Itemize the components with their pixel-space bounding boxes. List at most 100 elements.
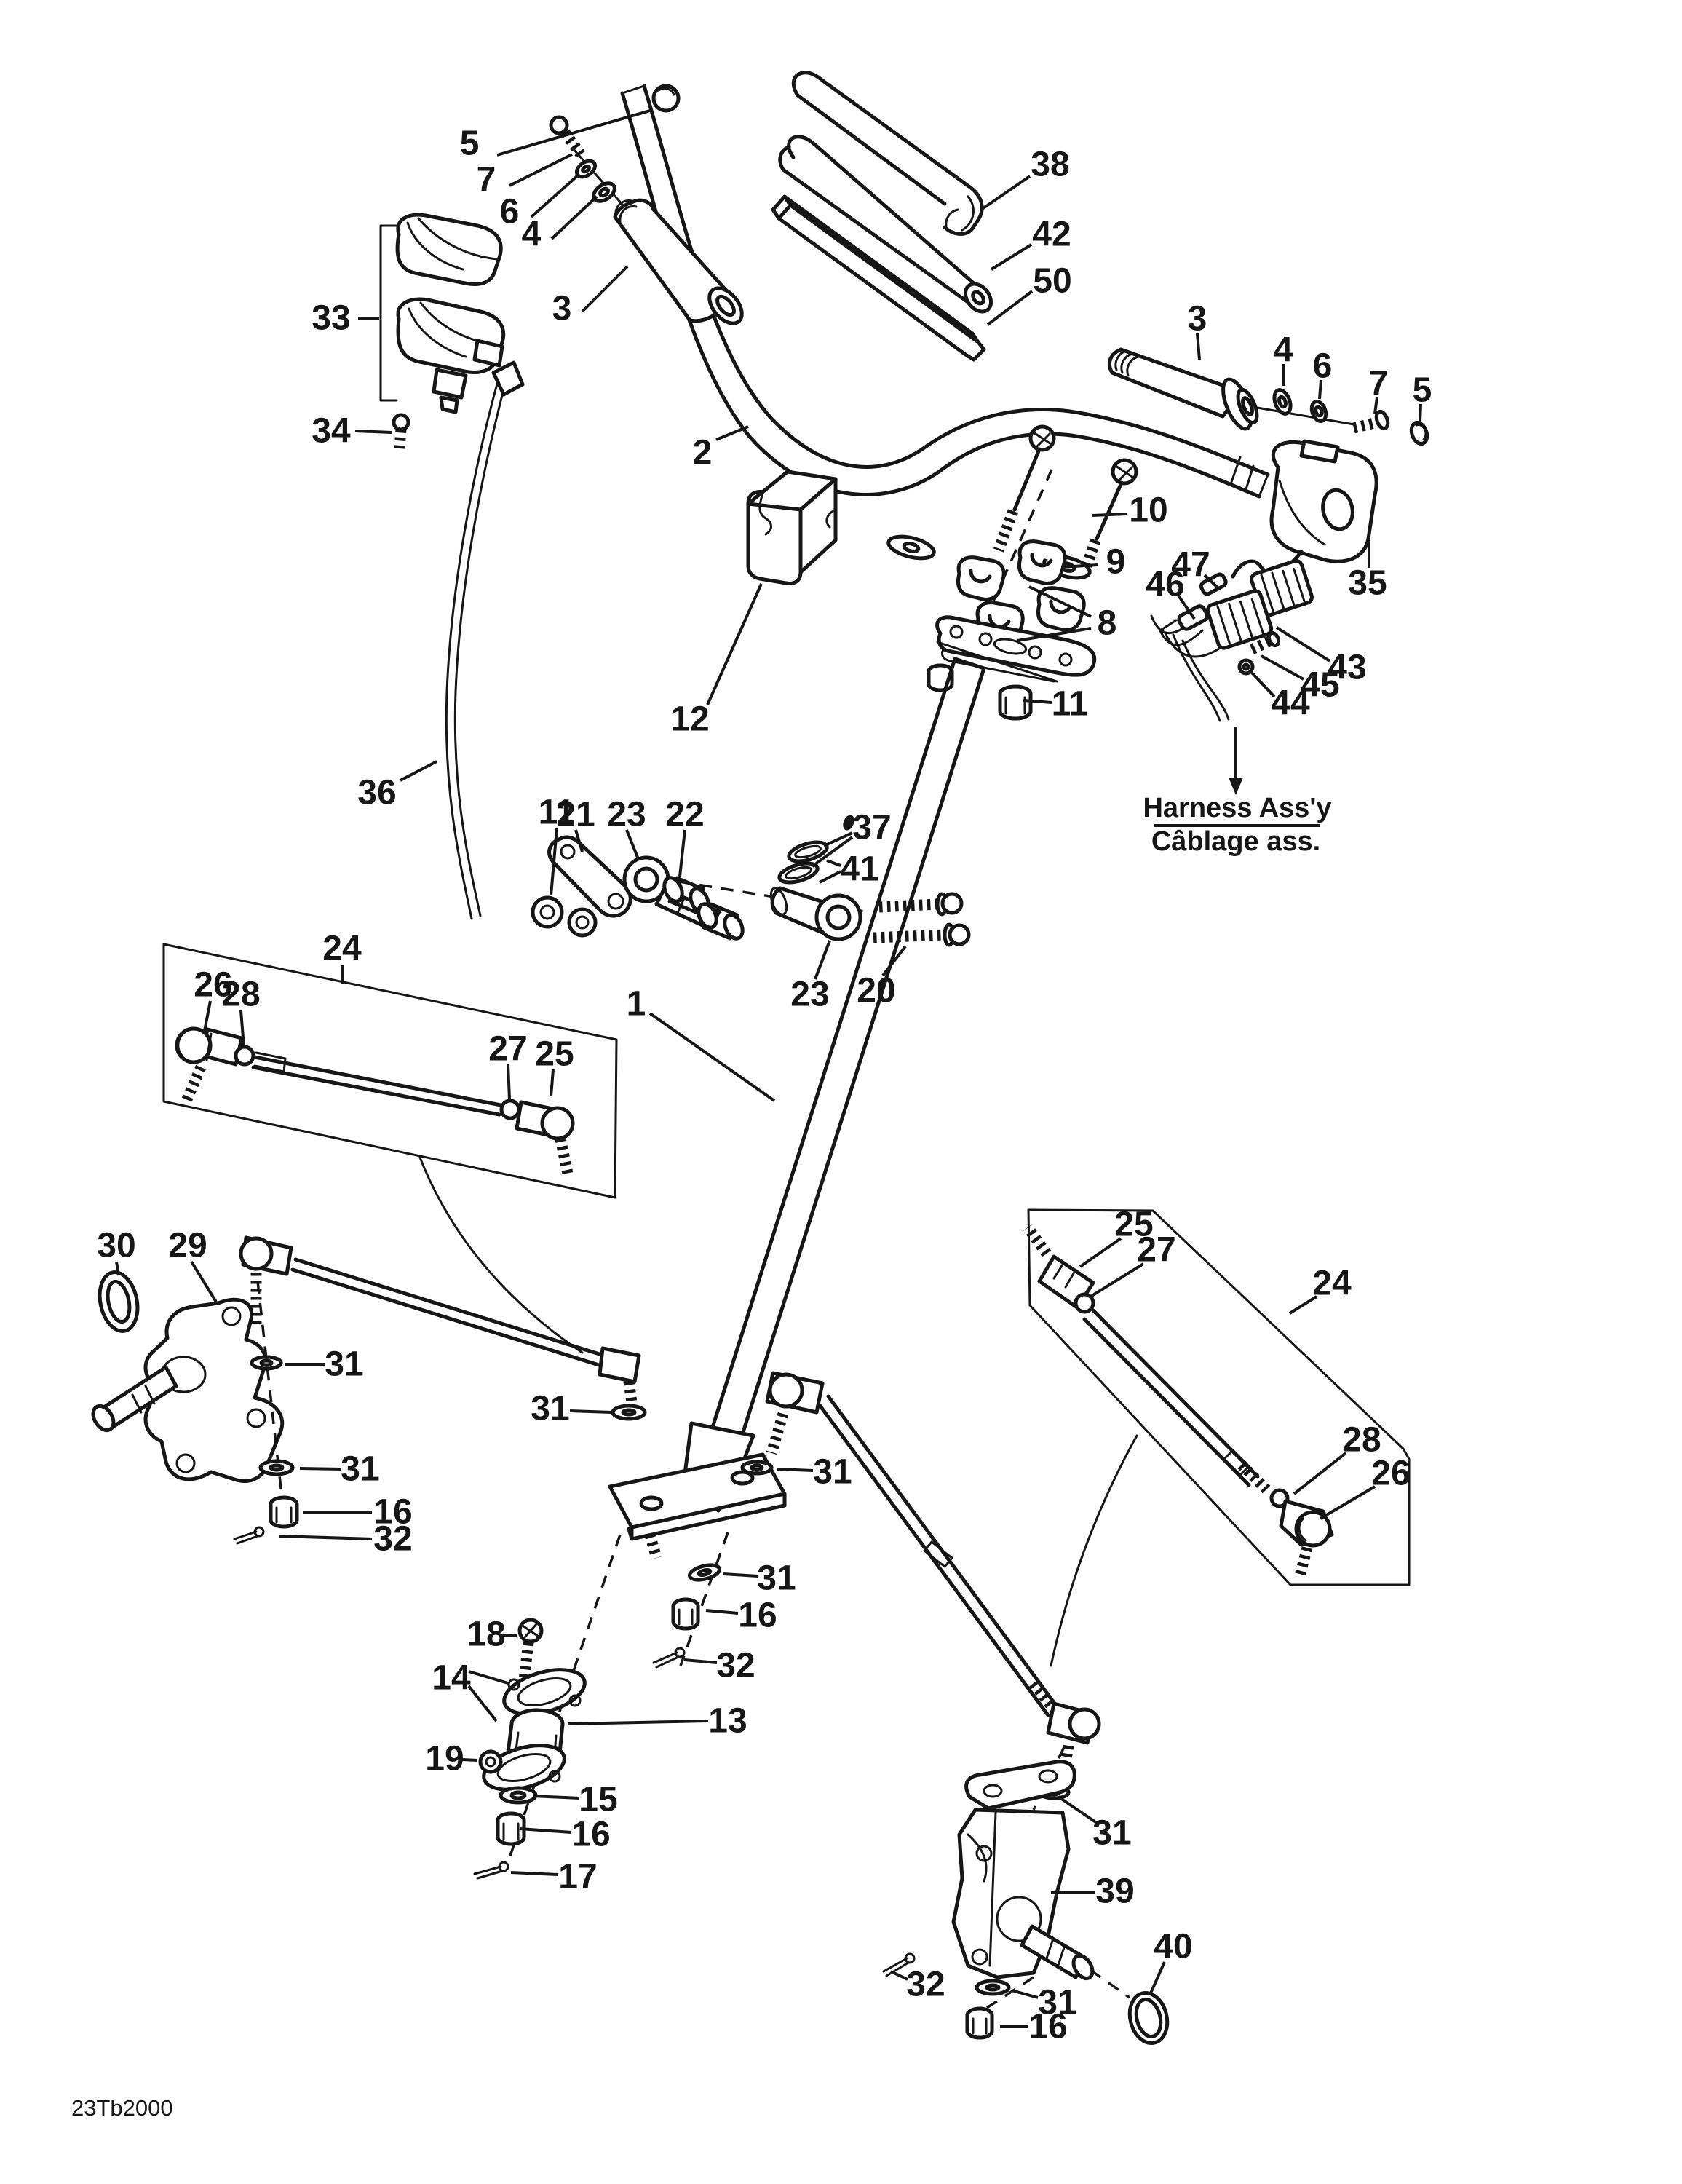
callout-4: 4 [1274, 331, 1293, 386]
callout-4: 4 [522, 195, 598, 254]
callout-31: 31 [777, 1453, 852, 1492]
connector-icon [1205, 589, 1274, 650]
callout-number: 18 [467, 1615, 505, 1654]
leader-line [1149, 1961, 1166, 1995]
harness-note-line2: Câblage ass. [1151, 826, 1320, 857]
leader-line [705, 1609, 739, 1615]
clamp-block-drawing [746, 470, 838, 585]
cap-5-icon [651, 84, 681, 113]
callout-16: 16 [1000, 2008, 1068, 2046]
callout-number: 34 [312, 412, 351, 451]
callout-number: 5 [460, 124, 480, 163]
grip-3-right-icon [1108, 347, 1243, 419]
leader-line [496, 109, 651, 157]
leader-line [823, 831, 853, 847]
callout-31: 31 [285, 1345, 364, 1384]
callout-31: 31 [1057, 1795, 1132, 1853]
callout-31: 31 [723, 1559, 796, 1598]
callout-number: 5 [1413, 371, 1432, 410]
leader-line [715, 425, 749, 441]
callout-number: 27 [1137, 1231, 1175, 1270]
callout-number: 9 [1106, 543, 1126, 582]
callout-number: 24 [322, 930, 362, 968]
callout-6: 6 [500, 173, 580, 232]
leader-line [279, 1535, 373, 1540]
leader-line [683, 1658, 718, 1664]
washer-31-icon [688, 1563, 721, 1582]
callout-8: 8 [1017, 585, 1116, 643]
callout-number: 29 [168, 1227, 207, 1265]
harness-note-line1: Harness Ass'y [1143, 793, 1331, 823]
callout-7: 7 [1369, 365, 1388, 414]
callout-number: 31 [1092, 1814, 1131, 1853]
callout-number: 31 [1038, 1984, 1076, 2022]
callout-3: 3 [552, 265, 629, 328]
washer-31-icon [258, 1459, 295, 1476]
leader-line [777, 1468, 814, 1472]
tie-rod-box-left-drawing [162, 943, 618, 1354]
callout-number: 22 [665, 796, 704, 834]
right-grip-assembly-drawing [1108, 347, 1429, 446]
leader-line [706, 583, 763, 705]
nut-16-icon [965, 2006, 994, 2040]
leader-line [467, 1685, 498, 1722]
washer-15-icon [499, 1786, 538, 1805]
leader-line [519, 1827, 572, 1834]
washer-plate-icon [886, 534, 936, 561]
callout-26: 26 [194, 966, 233, 1032]
callout-number: 42 [1032, 215, 1071, 254]
cotter-pin-32-icon [882, 1957, 910, 1977]
callout-number: 4 [1274, 331, 1293, 370]
callout-32: 32 [683, 1647, 755, 1685]
callout-number: 44 [1271, 684, 1310, 723]
callout-number: 11 [1052, 685, 1089, 724]
bushing-22-icon [662, 876, 745, 941]
callout-number: 16 [738, 1597, 777, 1635]
leader-line [299, 1467, 342, 1471]
handlebar-clamp-drawing [886, 424, 1138, 721]
callout-number: 26 [1371, 1455, 1410, 1493]
callout-number: 50 [1033, 262, 1071, 301]
callout-44: 44 [1249, 670, 1310, 723]
callout-number: 35 [1348, 564, 1387, 603]
nut-27-icon [499, 1099, 521, 1120]
nut-19-icon [478, 1749, 503, 1774]
callout-42: 42 [990, 215, 1071, 271]
leader-line [1249, 670, 1276, 698]
brake-lever-bracket-drawing [379, 213, 506, 449]
callout-number: 1 [627, 985, 646, 1024]
leader-line [550, 195, 598, 240]
callout-12: 12 [670, 583, 763, 739]
leader-line [581, 265, 629, 313]
callout-number: 27 [488, 1030, 527, 1069]
leader-line [239, 1010, 245, 1048]
leader-line [1177, 594, 1196, 620]
callout-number: 37 [852, 809, 891, 847]
leader-line [115, 1261, 120, 1276]
callout-46: 46 [1146, 566, 1196, 620]
leader-line [400, 760, 437, 782]
leader-line [811, 836, 854, 868]
callout-number: 28 [1342, 1421, 1381, 1460]
washer-31-icon [975, 1979, 1011, 1996]
callout-2: 2 [693, 425, 749, 472]
callout-33: 33 [312, 299, 379, 338]
leader-line [1057, 1795, 1098, 1824]
leader-line [990, 243, 1033, 271]
leader-line [567, 1720, 709, 1725]
callout-number: 45 [1301, 666, 1339, 705]
callout-number: 32 [716, 1647, 755, 1685]
callout-number: 28 [221, 976, 260, 1014]
callout-number: 10 [1129, 491, 1167, 530]
callout-6: 6 [1313, 347, 1332, 400]
callout-28: 28 [1293, 1421, 1381, 1495]
leader-line [980, 175, 1031, 211]
tie-rod-24b-icon [1082, 1308, 1260, 1487]
leader-line [819, 870, 841, 884]
switch-housing-drawing [1269, 439, 1378, 563]
callout-number: 3 [552, 290, 572, 328]
callout-number: 31 [325, 1345, 363, 1384]
nut-11-icon [998, 684, 1033, 721]
callout-18: 18 [467, 1615, 517, 1654]
